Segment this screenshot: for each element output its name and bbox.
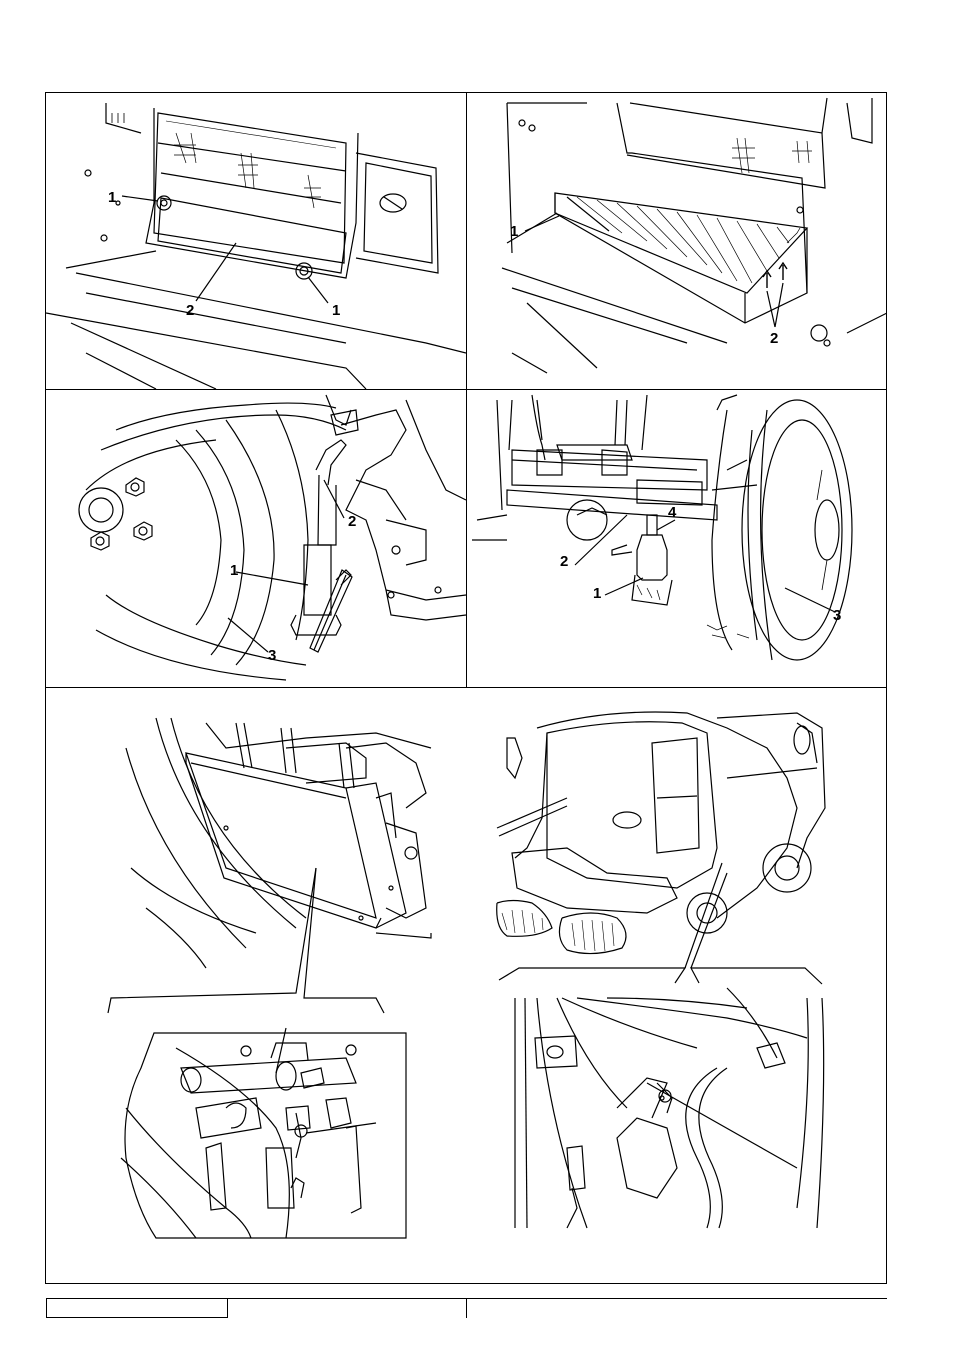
illustration-wheel-jack: 1 2 3 [46, 390, 466, 687]
callout-1: 1 [593, 586, 601, 601]
callout-1: 1 [230, 563, 238, 578]
callout-3: 3 [268, 648, 276, 663]
footer-divider [466, 1298, 467, 1318]
callout-1: 1 [510, 224, 518, 239]
footer-rule [228, 1298, 887, 1299]
callout-3: 3 [833, 608, 841, 623]
illustration-valve-block-detail [46, 688, 466, 1283]
illustration-filter-tray: 1 2 [467, 93, 887, 389]
callout-2: 2 [348, 514, 356, 529]
callout-2: 2 [770, 331, 778, 346]
callout-2: 2 [186, 303, 194, 318]
footer-label-box [46, 1298, 228, 1318]
callout-4: 4 [668, 505, 676, 520]
callout-1-right: 1 [332, 303, 340, 318]
illustration-sweeper-detail [467, 688, 887, 1283]
illustration-axle-jack: 4 2 1 3 [467, 390, 887, 687]
illustration-access-panel: 1 1 2 [46, 93, 466, 389]
callout-2: 2 [560, 554, 568, 569]
callout-1-left: 1 [108, 190, 116, 205]
